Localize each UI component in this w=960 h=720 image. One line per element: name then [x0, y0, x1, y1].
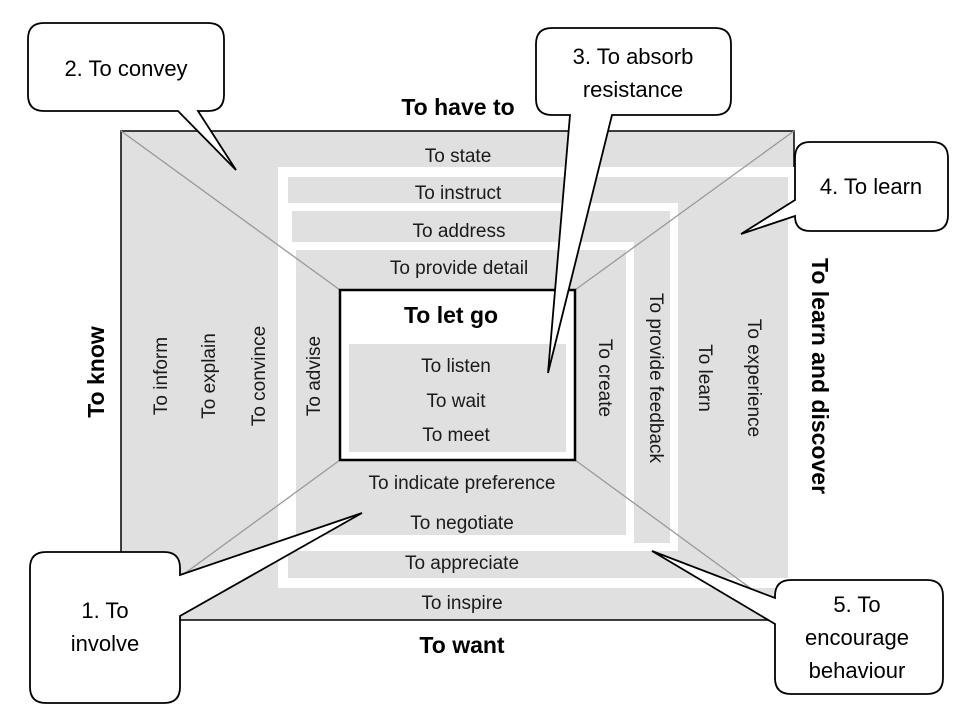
bottom-item-negotiate: To negotiate: [410, 513, 514, 534]
bottom-item-appreciate: To appreciate: [405, 553, 519, 574]
callout-to-convey-text: 2. To convey: [64, 56, 187, 81]
diagonal-top-left: [120, 130, 341, 291]
left-item-convince: To convince: [249, 326, 270, 426]
right-item-learn: To learn: [694, 344, 715, 412]
bottom-item-indicate-preference: To indicate preference: [369, 473, 556, 494]
callout-to-encourage-text-line2: encourage: [805, 625, 909, 650]
bottom-item-inspire: To inspire: [421, 593, 502, 614]
center-inner-panel: [349, 344, 566, 452]
center-item-meet: To meet: [422, 425, 490, 446]
center-item-listen: To listen: [421, 356, 491, 377]
top-item-instruct: To instruct: [415, 183, 502, 204]
top-item-state: To state: [425, 146, 492, 167]
right-item-create: To create: [594, 339, 615, 417]
left-item-advise: To advise: [304, 336, 325, 416]
top-item-address: To address: [413, 221, 506, 242]
center-title: To let go: [404, 302, 498, 328]
callout-bubble-to-involve: [29, 512, 363, 704]
separator-ring-3: [288, 242, 634, 543]
callout-to-encourage-text-line1: 5. To: [833, 592, 880, 617]
right-side-label: To learn and discover: [807, 258, 833, 494]
center-item-wait: To wait: [426, 391, 486, 412]
left-side-label: To know: [83, 326, 109, 418]
callout-bubble-to-learn: [740, 141, 949, 235]
right-item-provide-feedback: To provide feedback: [645, 293, 666, 464]
callout-bubble-to-absorb-resistance: [535, 27, 732, 374]
left-item-explain: To explain: [199, 333, 220, 419]
bottom-side-label: To want: [419, 632, 505, 658]
right-item-experience: To experience: [743, 319, 764, 437]
top-item-provide-detail: To provide detail: [390, 258, 528, 279]
callout-bubble-to-encourage-behaviour: [651, 550, 944, 695]
separator-ring-1: [278, 167, 798, 588]
top-side-label: To have to: [401, 94, 514, 120]
diagonal-top-right: [574, 130, 795, 291]
callout-to-absorb-text-line1: 3. To absorb: [573, 44, 694, 69]
callout-to-encourage-text-line3: behaviour: [809, 658, 906, 683]
callout-to-involve-text-line2: involve: [71, 631, 139, 656]
callout-bubble-to-convey: [27, 22, 237, 171]
callout-to-involve-text-line1: 1. To: [81, 598, 128, 623]
callout-to-absorb-text-line2: resistance: [583, 77, 683, 102]
left-item-inform: To inform: [151, 337, 172, 415]
callout-to-learn-text: 4. To learn: [820, 174, 922, 199]
